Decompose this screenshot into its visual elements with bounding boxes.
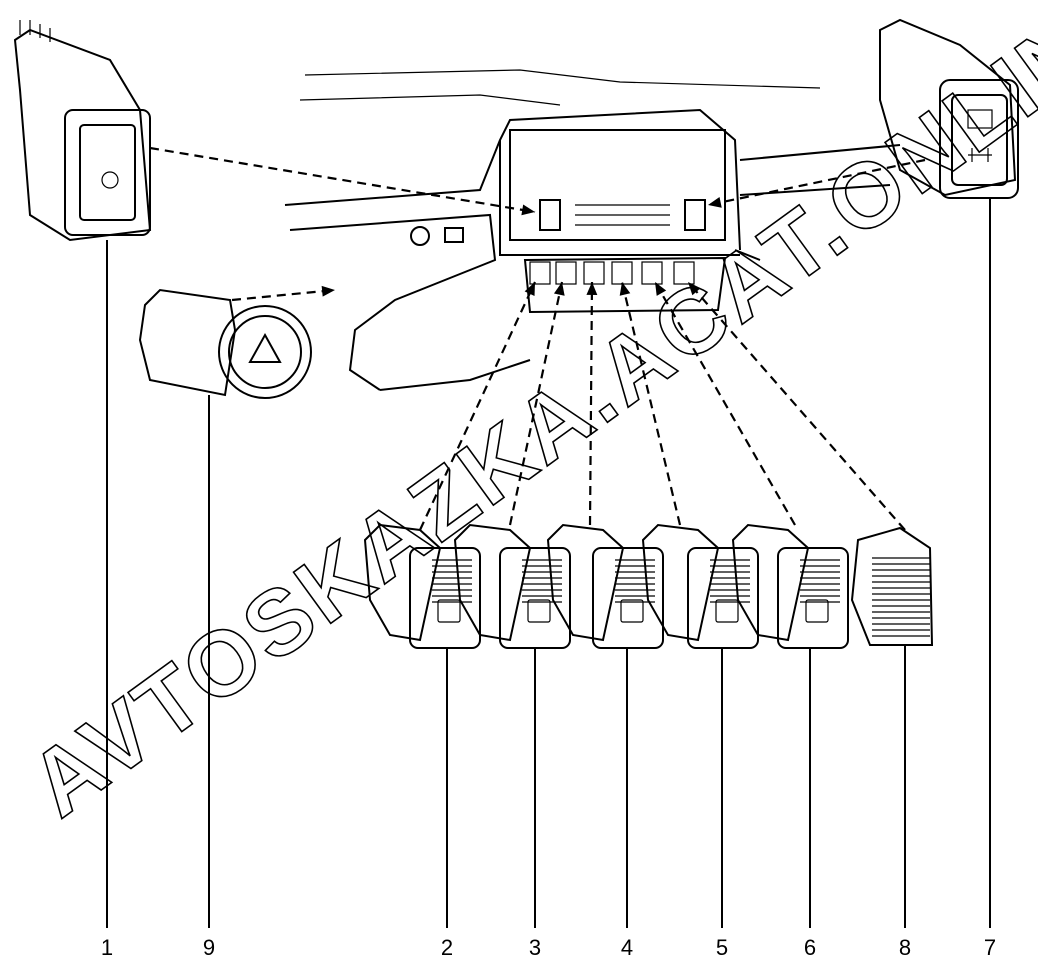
arrowhead-icon	[524, 282, 535, 296]
callout-heater-fan-switch: 3	[529, 935, 541, 960]
switch-slot	[673, 261, 695, 285]
leader-lines	[106, 198, 991, 928]
headlight-switch	[13, 20, 152, 242]
blank-plug	[850, 526, 934, 646]
symbol-icon	[437, 599, 461, 623]
arrowhead-icon	[521, 204, 535, 216]
rear-fog-switch	[641, 523, 759, 649]
callout-instrument-light-switch: 6	[804, 935, 816, 960]
rear-defrost-switch	[546, 523, 664, 649]
arrowhead-icon	[688, 282, 701, 296]
callout-headlight-switch: 1	[101, 935, 113, 960]
switch-slot	[529, 261, 551, 285]
callout-rear-fog-switch: 5	[716, 935, 728, 960]
callout-rear-defrost-switch: 4	[621, 935, 633, 960]
callout-hazard-button: 9	[203, 935, 215, 960]
arrowhead-icon	[553, 282, 565, 296]
defrost-icon	[967, 109, 993, 129]
rear-wiper-switch	[363, 523, 481, 649]
switch-slot	[583, 261, 605, 285]
arrowhead-icon	[619, 282, 631, 296]
headlight-icon	[101, 171, 119, 189]
arrowhead-icon	[586, 282, 598, 295]
symbol-icon	[527, 599, 551, 623]
switch-slot	[641, 261, 663, 285]
dashboard-outline	[284, 69, 901, 391]
symbol-icon	[620, 599, 644, 623]
watermark: AVTOSKAZKA.ACAT.ONLINE	[12, 0, 1038, 836]
callout-blank-plug: 8	[899, 935, 911, 960]
symbol-icon	[715, 599, 739, 623]
instrument-light-switch	[731, 523, 849, 649]
switch-slot	[555, 261, 577, 285]
symbol-icon	[805, 599, 829, 623]
callout-heated-rear-window-switch: 7	[984, 935, 996, 960]
arrowhead-icon	[321, 285, 335, 297]
hazard-triangle-icon	[248, 332, 282, 363]
connection-arrows	[149, 146, 926, 531]
hazard-button	[138, 288, 312, 399]
switch-slot	[611, 261, 633, 285]
heated-rear-window-switch	[879, 18, 1019, 199]
arrowhead-icon	[708, 197, 722, 208]
callout-rear-wiper-switch: 2	[441, 935, 453, 960]
arrowhead-icon	[655, 282, 667, 296]
